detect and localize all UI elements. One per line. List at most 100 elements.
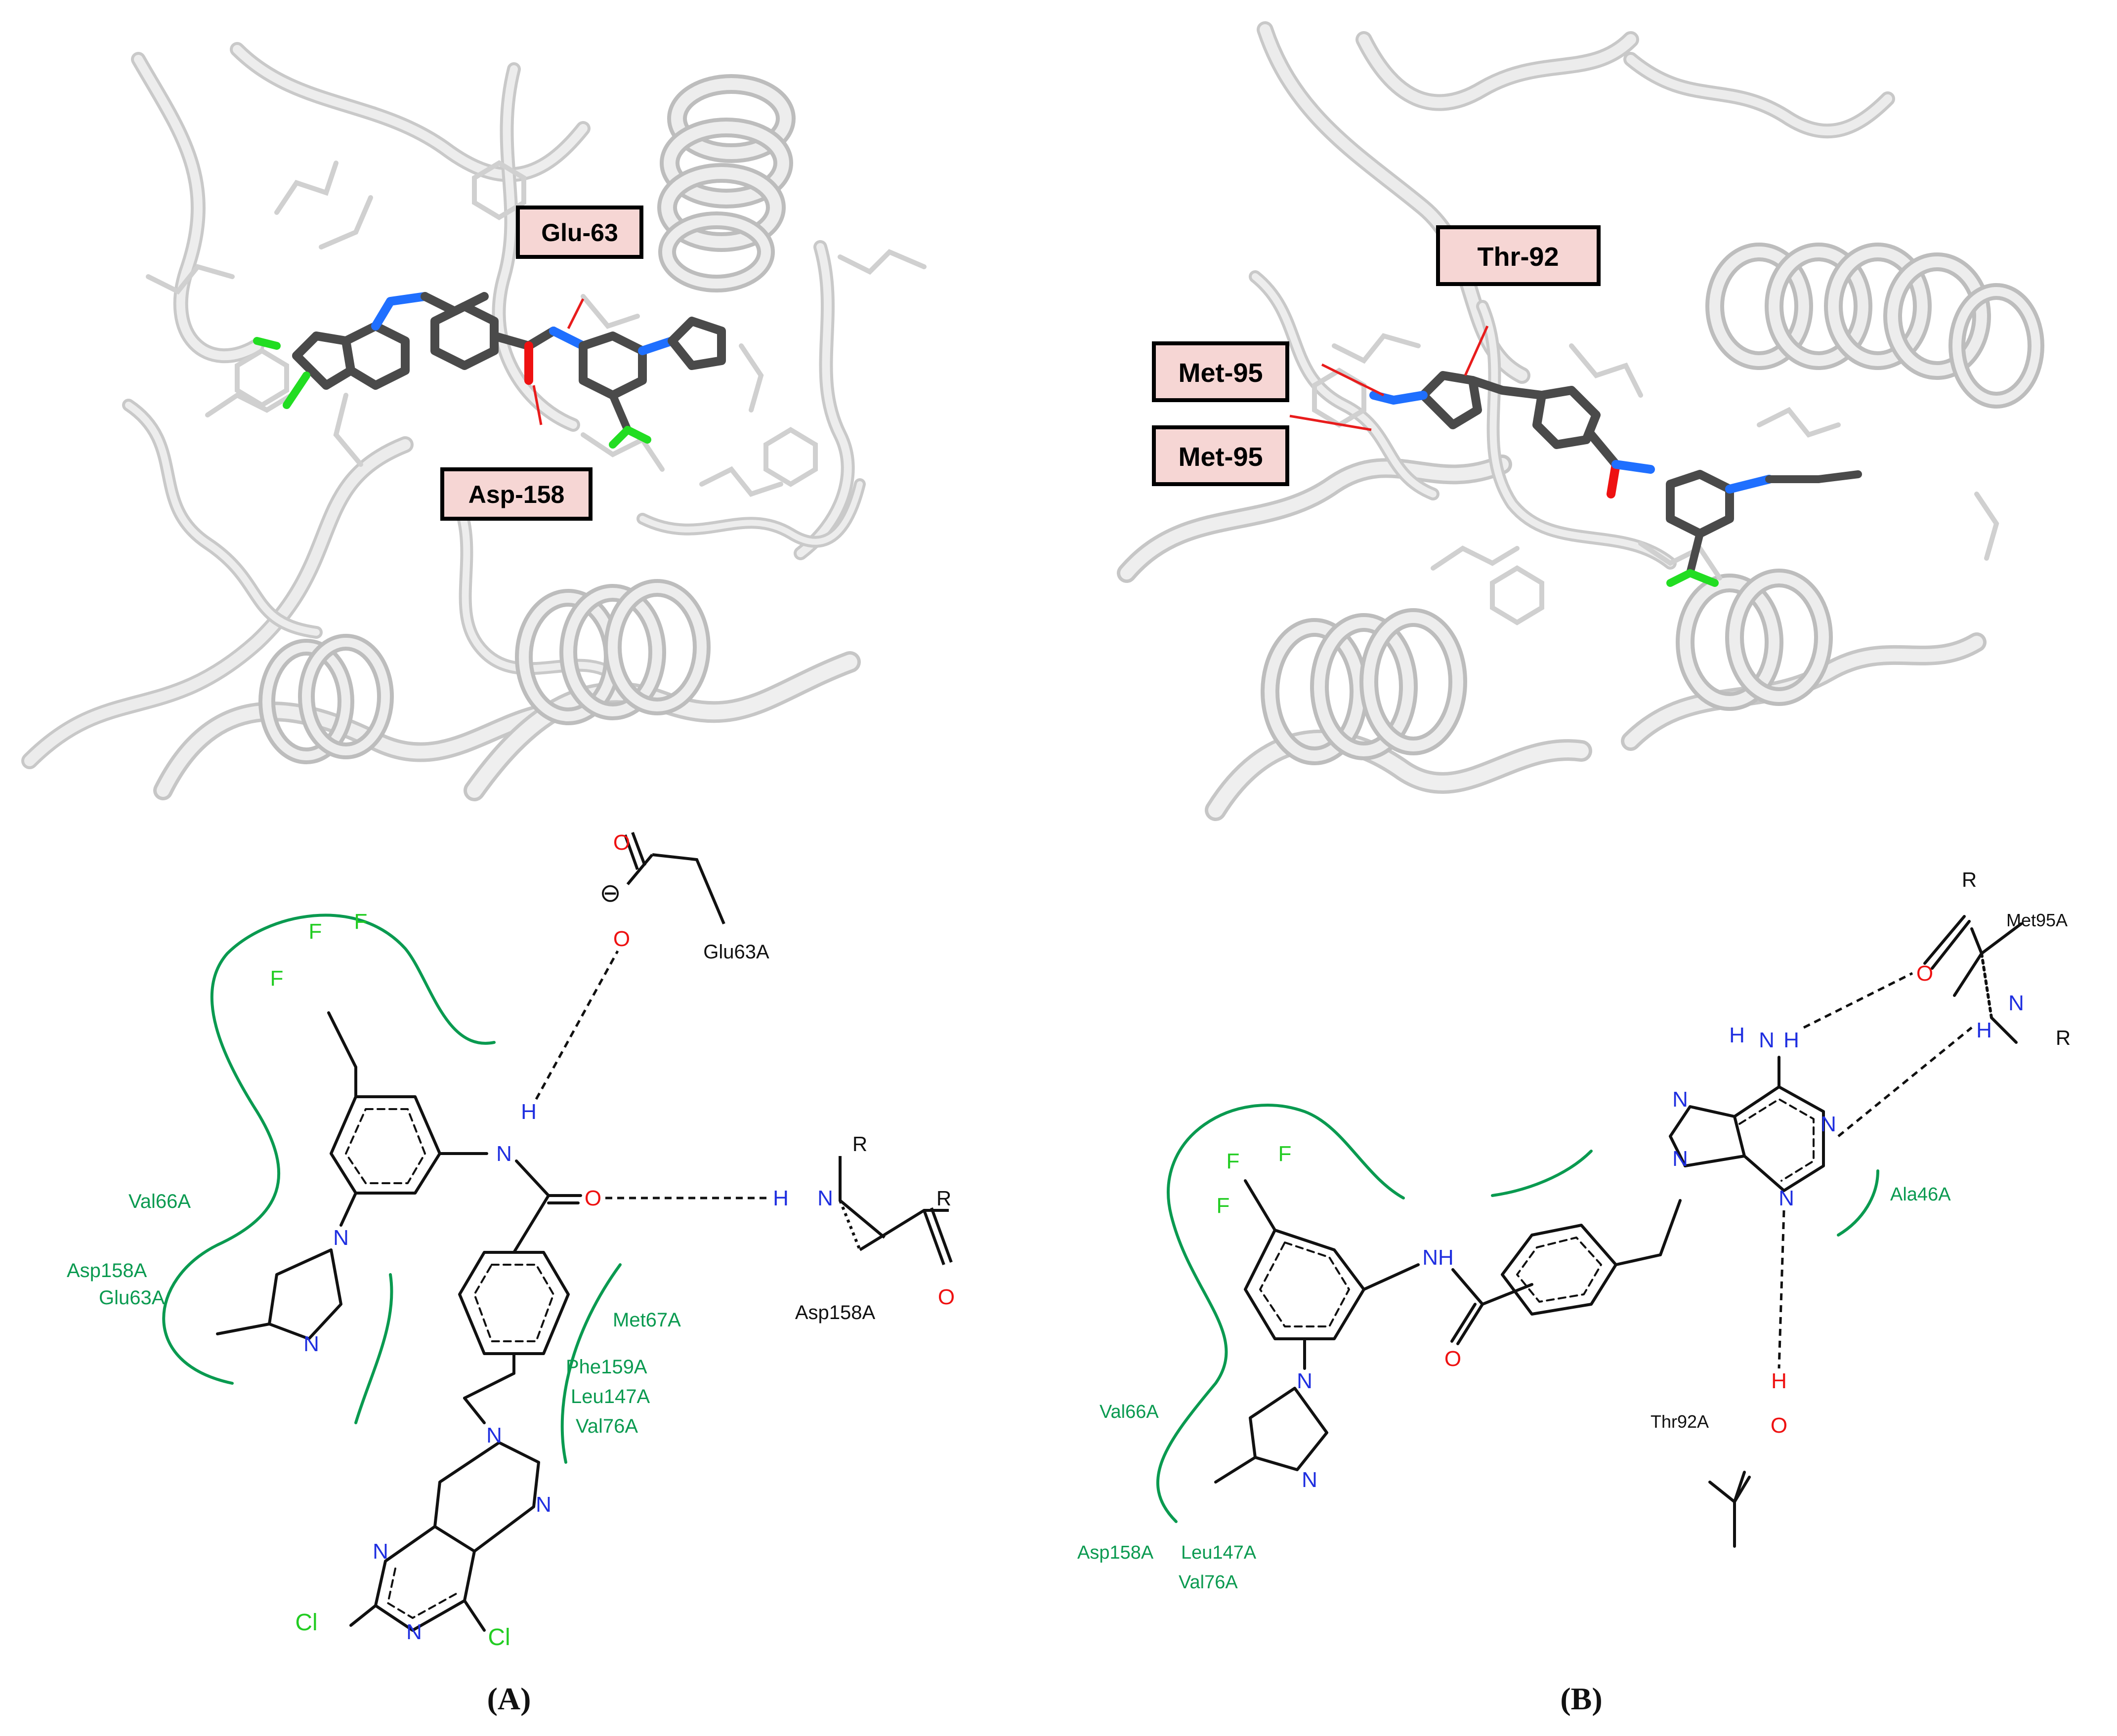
amide-nh: NH [1422,1245,1454,1270]
atom-h: H [1783,1028,1799,1052]
panel-a-3d-view: Glu-63 Asp-158 [21,42,927,801]
atom-n: N [1302,1468,1317,1492]
r-group: R [852,1132,867,1156]
atom-o: O [585,1186,601,1210]
atom-n: N [817,1186,833,1210]
atom-cl: Cl [295,1610,317,1636]
ligand-a-2d-bonds [216,1011,582,1632]
callout-met95-upper-text: Met-95 [1178,358,1263,388]
atom-cl: Cl [488,1624,510,1651]
pocket-residue-label: Ala46A [1890,1184,1951,1205]
atom-h: H [773,1186,789,1210]
ligand-b-nodes: F F F NH O N N N N N N H N H O R N H R H… [1217,868,2071,1492]
pocket-residue-label: Asp158A [1077,1542,1154,1563]
hbonds-a-2d [535,950,768,1199]
panel-b-caption: (B) [1560,1681,1602,1716]
atom-n: N [1821,1112,1836,1136]
pocket-residue-label: Phe159A [566,1356,647,1378]
protein-ribbon-b [1117,21,1987,821]
panel-b-2d-diagram: F F F NH O N N N N N N H N H O R N H R H… [1077,868,2071,1593]
ligand-b-3d [1369,371,1862,587]
atom-f: F [270,966,284,991]
callout-asp158-text: Asp-158 [468,481,565,508]
asp158-residue-a: H N R R O Asp158A [773,1132,955,1323]
pocket-labels-a: Val66A Asp158A Glu63A Met67A Phe159A Leu… [67,1191,681,1437]
callout-glu63: Glu-63 [516,206,643,259]
atom-o: O [1444,1347,1461,1371]
callout-thr92: Thr-92 [1436,225,1601,286]
atom-f: F [1278,1142,1292,1166]
pocket-residue-label: Leu147A [1181,1542,1257,1563]
hbond-lines-b [1289,325,1489,431]
atom-n: N [1672,1087,1688,1112]
hbond-lines-a [532,298,585,425]
pocket-curves-a [162,913,622,1464]
atom-n: N [1672,1147,1688,1171]
atom-n: N [1759,1028,1775,1052]
atom-h: H [1771,1369,1787,1393]
atom-o: O [938,1285,955,1309]
r-group: R [1962,868,1977,891]
atom-h: H [521,1100,537,1124]
pocket-residue-label: Val66A [128,1191,191,1212]
negative-charge-icon: ⊖ [599,879,621,908]
atom-o: O [1916,961,1933,986]
ligand-a-nodes: F F F N H O N N N N N N Cl Cl [270,909,602,1651]
side-chain-sticks-b [1312,333,1999,625]
pocket-residue-label: Val76A [1179,1572,1238,1593]
atom-n: N [373,1539,388,1564]
residue-label: Thr92A [1651,1411,1709,1432]
pocket-residue-label: Leu147A [571,1386,650,1407]
ligand-a-3d [253,292,726,449]
pocket-curves-b [1156,1104,1879,1523]
atom-n: N [1778,1186,1794,1210]
callout-met95-lower: Met-95 [1152,425,1289,486]
atom-o: O [1771,1413,1787,1438]
atom-f: F [354,909,368,934]
r-group: R [2056,1026,2071,1049]
atom-n: N [2008,991,2024,1015]
pocket-residue-label: Val66A [1100,1402,1159,1422]
helix-b-bottom [1261,569,1833,765]
callout-met95-lower-text: Met-95 [1178,442,1263,472]
atom-f: F [309,919,322,944]
panel-b-3d-view: Thr-92 Met-95 Met-95 [1117,21,2044,821]
atom-f: F [1217,1194,1230,1218]
atom-o: O [613,927,630,951]
pocket-labels-b: Ala46A Val66A Asp158A Leu147A Val76A [1077,1184,1951,1593]
helix-b-right [1705,243,2044,409]
glu63-residue-a: O O ⊖ Glu63A [599,830,769,963]
pocket-residue-label: Met67A [613,1309,681,1331]
residue-label: Met95A [2006,910,2068,930]
pocket-residue-label: Asp158A [67,1260,147,1281]
r-group: R [936,1187,951,1210]
callout-asp158: Asp-158 [440,467,593,521]
hbonds-b-2d [1778,972,1973,1369]
atom-n: N [1297,1369,1313,1393]
helix-right [657,74,796,292]
atom-n: N [303,1332,319,1356]
residues-b: Met95A Thr92A [1651,910,2068,1432]
atom-f: F [1227,1149,1240,1173]
pocket-residue-label: Val76A [576,1415,638,1437]
pocket-residue-label: Glu63A [99,1287,165,1309]
residue-label: Asp158A [795,1302,876,1323]
residue-label: Glu63A [703,941,769,963]
helix-bottom [258,579,711,764]
atom-h: H [1729,1023,1745,1047]
panel-a-2d-diagram: F F F N H O N N N N N N Cl Cl O O ⊖ Glu6… [67,830,955,1651]
atom-n: N [333,1226,349,1250]
callout-met95-upper: Met-95 [1152,341,1289,402]
atom-n: N [486,1423,502,1447]
atom-n: N [536,1492,551,1517]
callout-glu63-text: Glu-63 [541,219,618,247]
atom-h: H [1976,1018,1992,1042]
ligand-b-2d-bonds [1214,915,2023,1548]
atom-o: O [613,830,630,855]
panel-a-caption: (A) [487,1681,531,1716]
side-chain-sticks [146,160,927,497]
atom-n: N [406,1620,422,1644]
atom-n: N [496,1142,512,1166]
